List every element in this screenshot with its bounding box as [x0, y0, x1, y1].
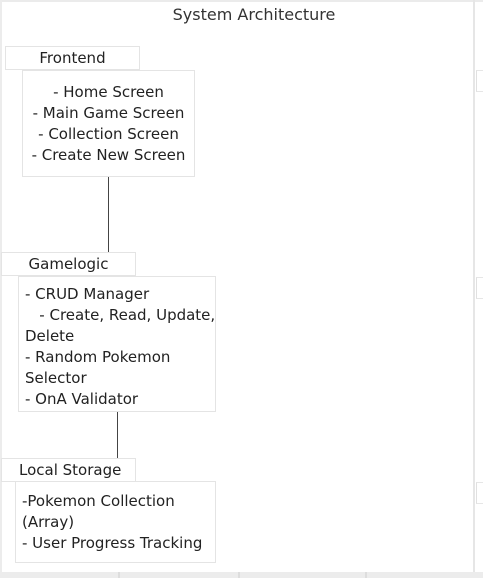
frontend-label-box[interactable]: Frontend: [5, 46, 140, 70]
list-item: - CRUD Manager: [25, 285, 150, 303]
list-item: - Main Game Screen: [32, 104, 185, 122]
canvas-border-right: [473, 0, 475, 578]
list-item: - User Progress Tracking: [22, 534, 203, 552]
frontend-content-box[interactable]: - Home Screen - Main Game Screen - Colle…: [22, 70, 195, 177]
list-item: (Array): [22, 513, 75, 531]
list-item: - Create New Screen: [31, 146, 186, 164]
canvas-border-top: [0, 0, 483, 2]
canvas-tick: [238, 572, 240, 578]
list-item: - Collection Screen: [38, 125, 179, 143]
offscreen-node-edge: [476, 70, 483, 92]
gamelogic-label-box[interactable]: Gamelogic: [1, 252, 136, 276]
list-item: -Pokemon Collection: [22, 492, 175, 510]
canvas-border-bottom: [0, 572, 483, 578]
gamelogic-label: Gamelogic: [28, 255, 109, 273]
canvas-tick: [118, 572, 120, 578]
offscreen-node-edge: [476, 482, 483, 504]
canvas-border-left: [0, 0, 2, 578]
canvas-tick: [365, 572, 367, 578]
list-item: - Random Pokemon: [25, 348, 171, 366]
offscreen-node-edge: [476, 277, 483, 299]
list-item: Selector: [25, 369, 87, 387]
list-item: - Create, Read, Update,: [25, 306, 216, 324]
list-item: Delete: [25, 327, 75, 345]
local-storage-label: Local Storage: [19, 461, 122, 479]
connector-frontend-gamelogic: [108, 177, 109, 252]
local-storage-content-box[interactable]: -Pokemon Collection (Array) - User Progr…: [15, 481, 216, 563]
diagram-title: System Architecture: [172, 5, 336, 24]
local-storage-label-box[interactable]: Local Storage: [1, 458, 136, 482]
connector-gamelogic-storage: [117, 412, 118, 458]
list-item: - Home Screen: [53, 83, 164, 101]
list-item: - OnA Validator: [25, 390, 139, 408]
frontend-label: Frontend: [39, 49, 106, 67]
gamelogic-content-box[interactable]: - CRUD Manager - Create, Read, Update, D…: [18, 276, 216, 412]
